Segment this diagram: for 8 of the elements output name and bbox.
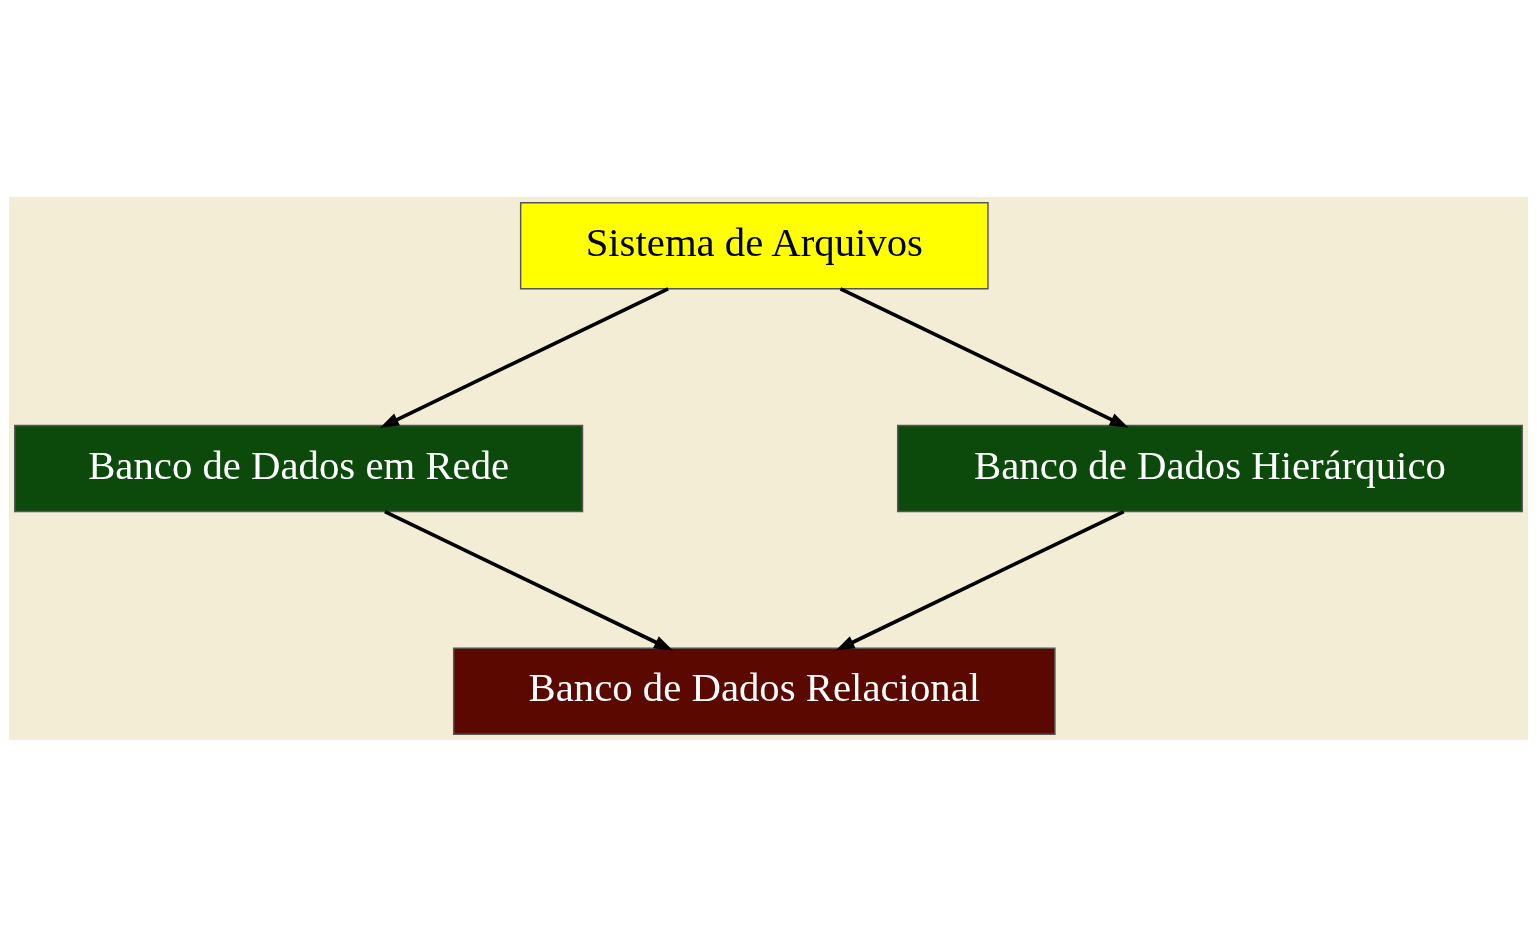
node-box: Sistema de Arquivos [519,201,989,289]
arrow [835,509,1125,651]
node-box: Banco de Dados em Rede [14,424,584,512]
arrow [379,286,669,428]
node-box: Banco de Dados Relacional [452,647,1056,735]
arrow [384,509,673,651]
arrow [839,286,1129,428]
node-box: Banco de Dados Hierárquico [896,424,1523,512]
